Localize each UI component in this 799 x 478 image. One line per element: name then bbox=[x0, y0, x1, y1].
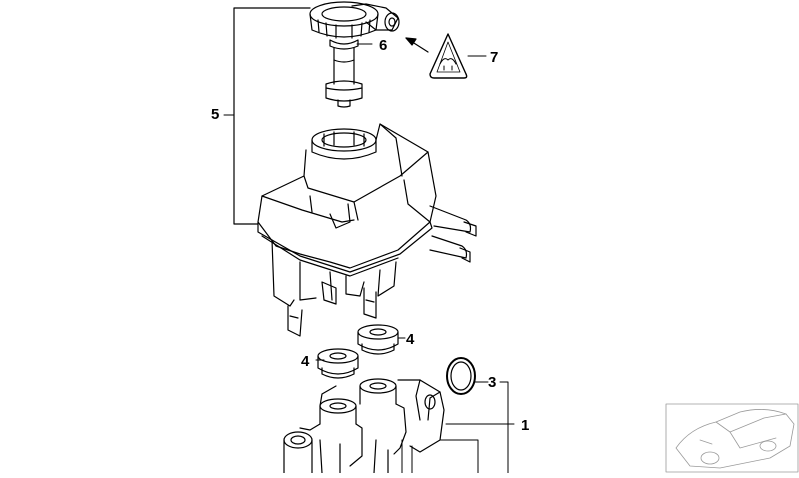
grommet-lower bbox=[317, 348, 359, 379]
o-ring bbox=[446, 357, 476, 395]
warning-triangle-icon bbox=[429, 33, 468, 79]
reservoir-cap-assembly bbox=[309, 1, 400, 108]
callout-arrow-7 bbox=[405, 37, 429, 53]
car-thumbnail-icon bbox=[665, 403, 799, 473]
callout-4-upper: 4 bbox=[406, 331, 415, 348]
bracket-5 bbox=[233, 7, 311, 225]
callout-1: 1 bbox=[521, 417, 529, 434]
fluid-reservoir bbox=[257, 123, 477, 337]
callout-3: 3 bbox=[488, 374, 496, 391]
grommet-upper bbox=[357, 324, 399, 355]
leader-3-bracket bbox=[499, 381, 509, 474]
callout-labels: 1 3 4 4 5 6 7 bbox=[211, 37, 529, 434]
callout-5: 5 bbox=[211, 106, 219, 123]
callout-7: 7 bbox=[490, 49, 498, 66]
leader-lines bbox=[315, 43, 515, 474]
callout-6: 6 bbox=[379, 37, 387, 54]
callout-4-lower: 4 bbox=[301, 353, 310, 370]
master-cylinder bbox=[283, 378, 479, 474]
